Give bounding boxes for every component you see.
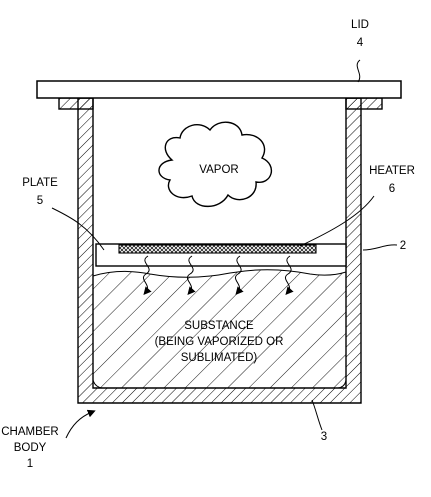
label-chamber-num: 1 xyxy=(27,458,33,470)
lid xyxy=(36,80,402,99)
label-wall-num: 2 xyxy=(400,240,406,252)
leader-lid xyxy=(356,59,361,83)
label-chamber-1: CHAMBER xyxy=(1,426,59,438)
label-plate-num: 5 xyxy=(37,195,43,207)
leader-chamber xyxy=(65,409,96,439)
label-vapor: VAPOR xyxy=(199,164,238,176)
heater xyxy=(118,244,317,254)
label-plate: PLATE xyxy=(22,177,58,189)
flange-left xyxy=(58,97,94,110)
vapor-cloud xyxy=(158,121,273,208)
leader-wall xyxy=(362,244,398,251)
substance-surface xyxy=(92,269,347,278)
label-lid-num: 4 xyxy=(357,37,364,49)
heat-arrow-4 xyxy=(284,255,294,296)
label-substance-2: (BEING VAPORIZED OR xyxy=(155,336,284,348)
heat-arrow-2 xyxy=(186,255,196,296)
label-substance-3: SUBLIMATED) xyxy=(181,352,258,364)
label-lid: LID xyxy=(351,19,369,31)
substance-region xyxy=(93,269,346,388)
label-heater-num: 6 xyxy=(389,183,395,195)
leader-bottom xyxy=(311,399,323,431)
flange-right xyxy=(345,97,383,110)
leader-heater xyxy=(299,195,375,247)
leader-plate xyxy=(51,207,105,251)
label-heater: HEATER xyxy=(369,165,415,177)
label-substance-1: SUBSTANCE xyxy=(184,320,254,332)
heat-arrow-1 xyxy=(142,255,152,296)
label-bottom-num: 3 xyxy=(321,431,327,443)
heat-arrow-3 xyxy=(234,255,244,296)
label-chamber-2: BODY xyxy=(14,442,47,454)
